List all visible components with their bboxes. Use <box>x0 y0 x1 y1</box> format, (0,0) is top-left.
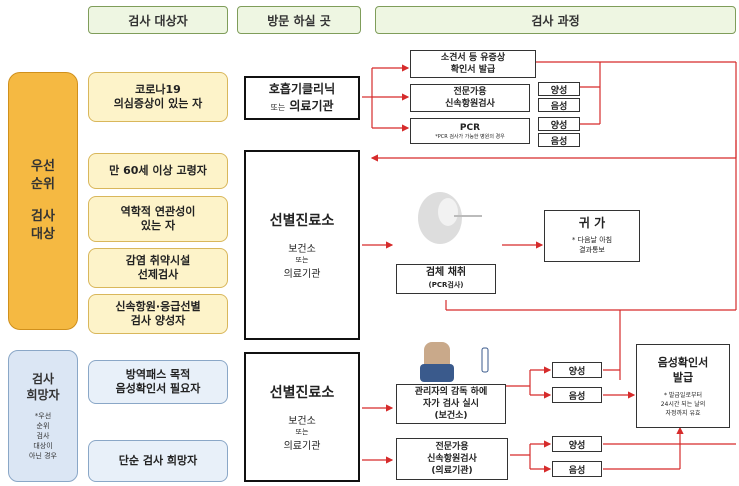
self-positive: 양성 <box>552 362 602 378</box>
hope-note-3: 검사 <box>36 432 50 440</box>
target-corona: 코로나19 의심증상이 있는 자 <box>88 72 228 122</box>
process-pcr: PCR *PCR 검사가 가능한 병원의 경우 <box>410 118 530 144</box>
place-clinic-medical: 의료기관 <box>289 98 334 113</box>
place-screening-sub2: 또는 <box>295 256 309 264</box>
priority-line-4: 대상 <box>31 227 55 242</box>
target-corona-line1: 코로나19 <box>135 83 181 96</box>
pcr-negative: 음성 <box>538 133 580 147</box>
hope-line-1: 검사 <box>31 372 55 386</box>
process-expert2-line2: 신속항원검사 <box>427 454 477 464</box>
process-expert-line2: 신속항원검사 <box>445 99 495 109</box>
process-expert-antigen: 전문가용 신속항원검사 <box>410 84 530 112</box>
process-pcr-note: *PCR 검사가 가능한 병원의 경우 <box>435 133 505 140</box>
pcr-positive: 양성 <box>538 117 580 131</box>
place-screening-sub1: 보건소 <box>288 244 316 255</box>
place-clinic: 호흡기클리닉 또는 의료기관 <box>244 76 360 120</box>
process-specimen-line2: (PCR검사) <box>428 281 464 289</box>
process-self-test: 관리자의 감독 하에 자가 검사 실시 (보건소) <box>396 384 506 424</box>
priority-line-1: 우선 <box>31 159 55 174</box>
target-vulnerable-line2: 선제검사 <box>137 268 179 281</box>
process-negative-certificate: 음성확인서 발급 * 발급일로부터 24시간 되는 날의 자정까지 유효 <box>636 344 730 428</box>
self-negative: 음성 <box>552 387 602 403</box>
target-rapid-line2: 검사 양성자 <box>130 314 186 327</box>
process-home-note1: * 다음날 아침 <box>571 236 613 244</box>
place-screening2-sub2: 또는 <box>295 428 309 436</box>
place-screening2-sub1: 보건소 <box>288 416 316 427</box>
negcert-line2: 발급 <box>672 370 694 384</box>
target-vulnerable: 감염 취약시설 선제검사 <box>88 248 228 288</box>
target-rapid-line1: 신속항원·응급선별 <box>115 300 201 313</box>
place-screening-sub3: 의료기관 <box>283 269 321 280</box>
header-process: 검사 과정 <box>375 6 736 34</box>
place-screening-2: 선별진료소 보건소 또는 의료기관 <box>244 352 360 482</box>
header-target: 검사 대상자 <box>88 6 228 34</box>
process-specimen: 검체 채취 (PCR검사) <box>396 264 496 294</box>
self-test-person-icon <box>420 342 489 382</box>
place-screening2-title: 선별진료소 <box>269 385 335 401</box>
target-epi-line2: 있는 자 <box>140 219 176 232</box>
priority-line-2: 순위 <box>31 177 55 192</box>
negcert-note3: 자정까지 유효 <box>665 409 701 417</box>
priority-line-3: 검사 <box>31 209 55 224</box>
process-certificate-line2: 확인서 발급 <box>450 65 496 75</box>
place-clinic-or: 또는 <box>270 102 286 112</box>
hope-note-5: 아닌 경우 <box>29 452 57 460</box>
process-home-note2: 결과통보 <box>579 246 605 254</box>
hope-note-1: *우선 <box>34 412 52 420</box>
header-visit: 방문 하실 곳 <box>237 6 361 34</box>
process-expert2-line3: (의료기관) <box>431 466 473 476</box>
place-clinic-line1: 호흡기클리닉 <box>268 81 336 96</box>
hope-note-2: 순위 <box>36 422 50 430</box>
process-expert2-line1: 전문가용 <box>435 442 469 452</box>
expert-positive: 양성 <box>538 82 580 96</box>
place-screening-title: 선별진료소 <box>269 213 335 229</box>
process-self-line2: 자가 검사 실시 <box>423 399 479 409</box>
negcert-line1: 음성확인서 <box>657 355 709 369</box>
target-epi: 역학적 연관성이 있는 자 <box>88 196 228 242</box>
target-corona-line2: 의심증상이 있는 자 <box>113 97 203 110</box>
process-pcr-title: PCR <box>459 122 481 133</box>
expert-negative: 음성 <box>538 98 580 112</box>
priority-group-label: 우선 순위 검사 대상 <box>8 72 78 330</box>
target-elderly: 만 60세 이상 고령자 <box>88 153 228 189</box>
target-vulnerable-line1: 감염 취약시설 <box>125 254 191 267</box>
hope-note-4: 대상이 <box>33 442 53 450</box>
hope-group-label: 검사 희망자 *우선 순위 검사 대상이 아닌 경우 <box>8 350 78 482</box>
place-screening: 선별진료소 보건소 또는 의료기관 <box>244 150 360 340</box>
process-home: 귀 가 * 다음날 아침 결과통보 <box>544 210 640 262</box>
negcert-note1: * 발급일로부터 <box>663 391 703 399</box>
expert2-positive: 양성 <box>552 436 602 452</box>
target-simple: 단순 검사 희망자 <box>88 440 228 482</box>
place-screening2-sub3: 의료기관 <box>283 441 321 452</box>
target-rapid: 신속항원·응급선별 검사 양성자 <box>88 294 228 334</box>
process-expert-antigen-2: 전문가용 신속항원검사 (의료기관) <box>396 438 508 480</box>
target-epi-line1: 역학적 연관성이 <box>120 205 196 218</box>
target-pass: 방역패스 목적 음성확인서 필요자 <box>88 360 228 404</box>
hope-line-2: 희망자 <box>26 388 60 402</box>
process-self-line3: (보건소) <box>434 411 468 421</box>
process-self-line1: 관리자의 감독 하에 <box>414 387 488 397</box>
process-expert-line1: 전문가용 <box>453 87 487 97</box>
specimen-illustration <box>402 188 492 248</box>
swab-person-icon <box>418 192 482 244</box>
process-specimen-line1: 검체 채취 <box>425 267 467 278</box>
target-pass-line2: 음성확인서 필요자 <box>115 382 201 395</box>
negcert-note2: 24시간 되는 날의 <box>660 400 706 408</box>
target-pass-line1: 방역패스 목적 <box>125 368 191 381</box>
self-test-illustration <box>410 338 490 382</box>
process-home-title: 귀 가 <box>578 216 606 230</box>
process-certificate-line1: 소견서 등 유증상 <box>440 53 506 63</box>
expert2-negative: 음성 <box>552 461 602 477</box>
process-certificate: 소견서 등 유증상 확인서 발급 <box>410 50 536 78</box>
